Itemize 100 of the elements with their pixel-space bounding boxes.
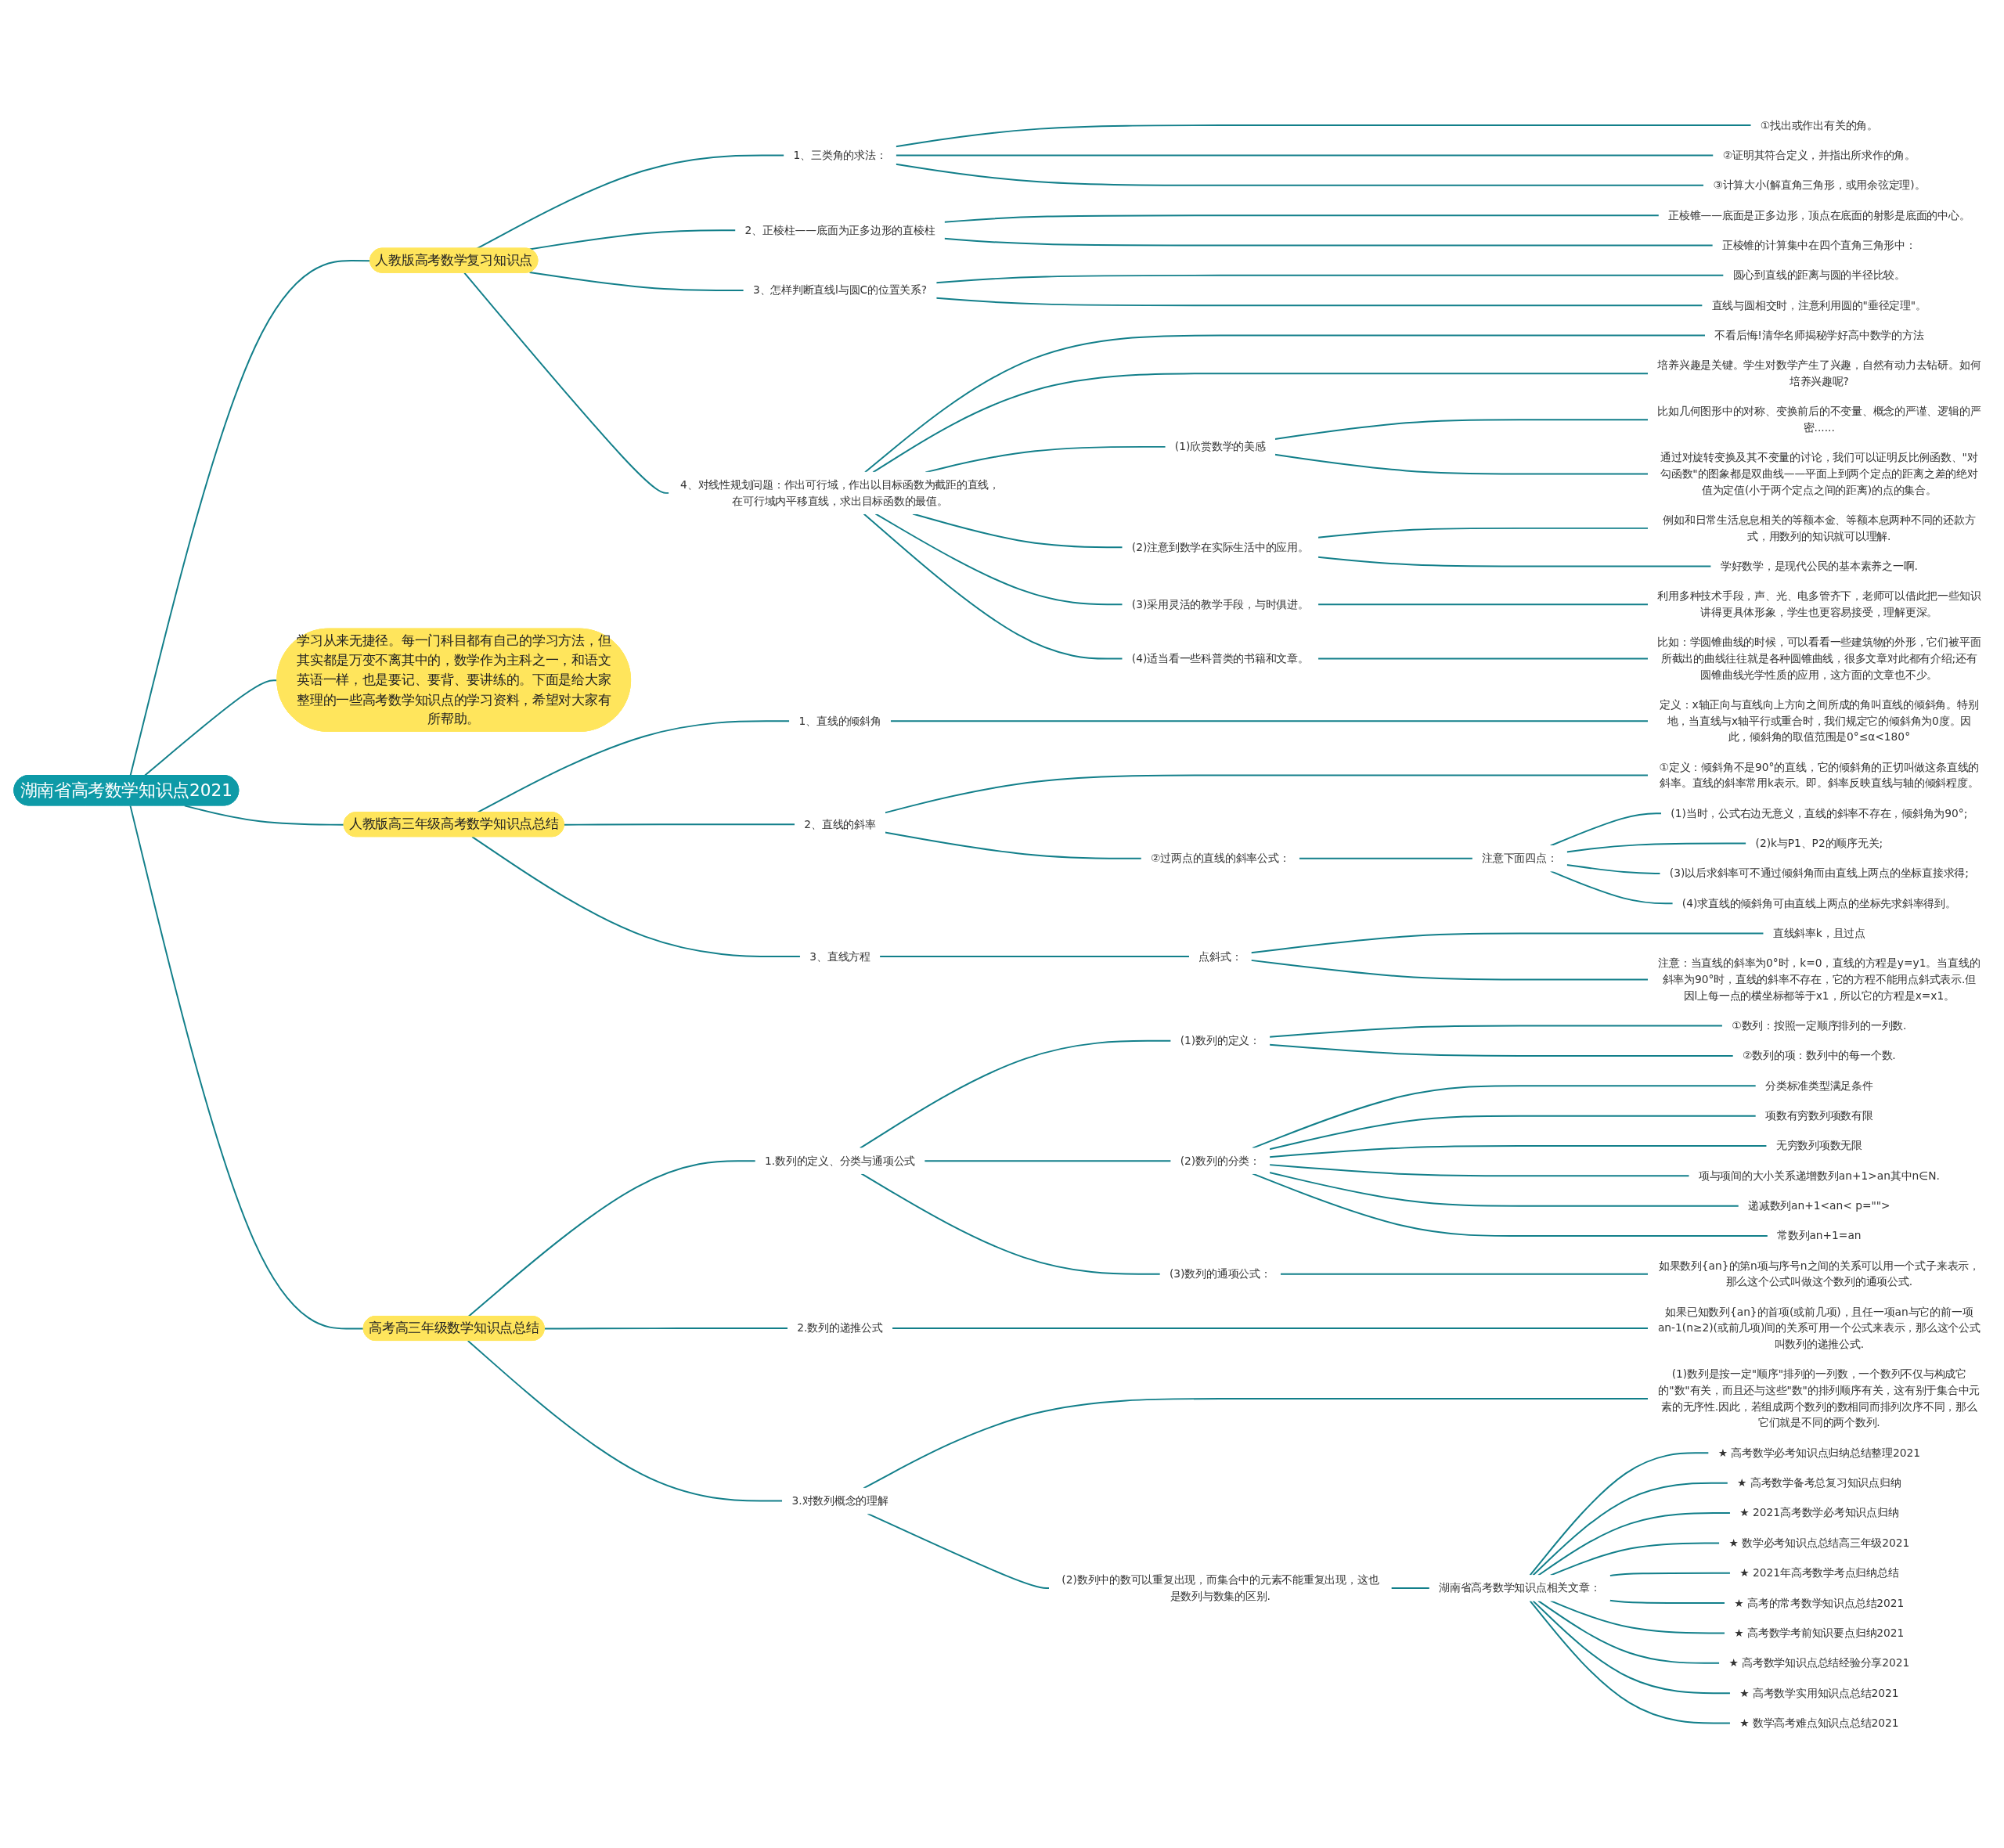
node-text: ②过两点的直线的斜率公式： (1151, 852, 1290, 864)
connector (463, 272, 670, 494)
node-text: 正棱锥——底面是正多边形，顶点在底面的射影是底面的中心。 (1668, 208, 1970, 222)
connector (1268, 1115, 1757, 1150)
node-text: 2、正棱柱——底面为正多边形的直棱柱 (744, 223, 935, 236)
connector (1532, 1482, 1729, 1576)
node-text: 例如和日常生活息息相关的等额本金、等额本息两种不同的还款方式，用数列的知识就可以理解. (1663, 513, 1976, 542)
node-text: (2)注意到数学在实际生活中的应用。 (1131, 540, 1309, 553)
node-text: 利用多种技术手段，声、光、电多管齐下，老师可以借此把一些知识讲得更具体形象，学生也更容易接受，理解更深。 (1657, 589, 1981, 618)
node-text: ★ 数学必考知识点总结高三年级2021 (1728, 1536, 1910, 1549)
node-text: ②数列的项：数列中的每一个数. (1742, 1049, 1896, 1062)
node-text: ③计算大小(解直角三角形，或用余弦定理)。 (1713, 178, 1926, 191)
node-text: ★ 2021高考数学必考知识点归纳 (1739, 1506, 1899, 1519)
connector (872, 372, 1649, 473)
node-text: 1、三类角的求法： (793, 148, 887, 161)
connector (874, 513, 1123, 605)
connector (1532, 1599, 1732, 1694)
node-text: 3.对数列概念的理解 (791, 1493, 888, 1507)
node-text: 圆心到直线的距离与圆的半径比较。 (1732, 268, 1905, 281)
node-text: ★ 高考数学实用知识点总结2021 (1739, 1686, 1899, 1699)
node-text: 4、对线性规划问题：作出可行域，作出以目标函数为截距的直线，在可行域内平移直线，求出目标函数的最值。 (680, 477, 1000, 507)
node-text: 湖南省高考数学知识点相关文章： (1439, 1581, 1601, 1594)
connector (1529, 1452, 1710, 1576)
connector (1537, 1599, 1721, 1664)
node-text: ①找出或作出有关的角。 (1760, 118, 1878, 131)
connector (1609, 1599, 1726, 1604)
node-text: ②证明其符合定义，并指出所求作的角。 (1722, 148, 1916, 161)
node-text: 直线斜率k，且过点 (1772, 926, 1865, 939)
connector (1549, 1542, 1721, 1576)
connector (864, 334, 1707, 473)
connector (1250, 959, 1649, 981)
connector (1298, 857, 1474, 859)
connector (863, 513, 1123, 660)
connector (1268, 1025, 1724, 1038)
connector (129, 805, 365, 1330)
node-text: ★ 高考的常考数学知识点总结2021 (1734, 1596, 1905, 1609)
connector (1537, 1511, 1732, 1576)
connector (867, 1512, 1051, 1589)
node-text: 3、直线方程 (809, 949, 870, 963)
node-text: 递减数列an+1<an< p=""> (1748, 1199, 1890, 1212)
node-text: (1)欣赏数学的美感 (1174, 440, 1266, 452)
node-text: 培养兴趣是关键。学生对数学产生了兴趣，自然有动力去钻研。如何培养兴趣呢? (1657, 358, 1981, 387)
connector (1274, 418, 1649, 440)
node-text: (2)数列的分类： (1180, 1154, 1260, 1167)
node-text: (2)k与P1、P2的顺序无关; (1755, 836, 1883, 849)
connector (476, 719, 791, 813)
node-text: ★ 高考数学必考知识点归纳总结整理2021 (1717, 1446, 1920, 1459)
node-text: 2.数列的递推公式 (797, 1321, 883, 1335)
node-text: 比如：学圆锥曲线的时候，可以看看一些建筑物的外形，它们被平面所截出的曲线往往就是各种圆锥曲线，很多文章对此都有介绍;还有圆锥曲线光学性质的应用，这方面的文章也不少。 (1657, 636, 1981, 681)
connector (467, 1159, 757, 1317)
node-text: 1、直线的倾斜角 (798, 714, 881, 727)
connector (528, 271, 745, 291)
node-text: 不看后悔!清华名师揭秘学好高中数学的方法 (1714, 328, 1924, 341)
node-text: 分类标准类型满足条件 (1765, 1079, 1873, 1092)
node-text: (1)数列的定义： (1180, 1034, 1260, 1046)
connector (859, 1039, 1172, 1149)
node-text: 3、怎样判断直线l与圆C的位置关系? (752, 283, 928, 297)
connector (471, 835, 802, 957)
connector (884, 774, 1649, 814)
node-text: 如果数列{an}的第n项与序号n之间的关系可以用一个式子来表示，那么这个公式叫做这个数列的通项公式. (1658, 1259, 1980, 1288)
node-text: (3)以后求斜率可不通过倾斜角而由直线上两点的坐标直接求得; (1669, 866, 1969, 879)
node-text: 如果已知数列{an}的首项(或前几项)，且任一项an与它的前一项an-1(n≥2)(或前几项)间的关系可用一个公式来表示，那么这个公式叫数列的递推公式. (1657, 1305, 1981, 1350)
connector (935, 274, 1725, 283)
connector (943, 214, 1660, 223)
connector (183, 805, 345, 826)
connector (943, 237, 1714, 247)
connector (1390, 1587, 1431, 1589)
node-text: 正棱锥的计算集中在四个直角三角形中： (1721, 238, 1916, 251)
connector (1268, 1163, 1690, 1177)
node-text: ①数列：按照一定顺序排列的一列数. (1732, 1018, 1907, 1032)
connector (467, 1339, 784, 1502)
connector (1549, 1599, 1726, 1634)
connector (889, 719, 1649, 722)
node-text: (3)采用灵活的教学手段，与时俱进。 (1131, 597, 1309, 611)
connector (1529, 1599, 1732, 1724)
connector (1251, 1173, 1769, 1237)
node-text: (3)数列的通项公式： (1169, 1267, 1271, 1280)
connector (563, 823, 796, 826)
node-text: 常数列an+1=an (1777, 1229, 1862, 1242)
node-text: (4)求直线的倾斜角可由直线上两点的坐标先求斜率得到。 (1681, 896, 1956, 910)
connector (543, 1327, 789, 1330)
connector (1274, 453, 1649, 475)
node-text: ★ 高考数学考前知识要点归纳2021 (1734, 1626, 1905, 1639)
connector (1549, 870, 1674, 904)
connector (895, 124, 1752, 147)
connector (1250, 932, 1764, 953)
connector (895, 154, 1714, 157)
connector (1317, 527, 1649, 539)
connector (1279, 1273, 1649, 1275)
node-text: ★ 高考数学知识点总结经验分享2021 (1728, 1656, 1910, 1669)
connector (935, 297, 1703, 306)
node-text: 点斜式： (1198, 949, 1242, 963)
connector (1566, 863, 1661, 874)
connector (895, 163, 1705, 186)
node-text: 通过对旋转变换及其不变量的讨论，我们可以证明反比例函数、"对勾函数"的图象都是双曲线——平面上到两个定点的距离之差的绝对值为定值(小于两个定点之间的距离)的点的集合。 (1660, 451, 1978, 496)
connector (1268, 1144, 1768, 1158)
node-text: 学好数学，是现代公民的基本素养之一啊. (1720, 559, 1918, 572)
connector (1317, 603, 1649, 605)
connector (891, 1327, 1649, 1329)
connector (1566, 842, 1747, 853)
